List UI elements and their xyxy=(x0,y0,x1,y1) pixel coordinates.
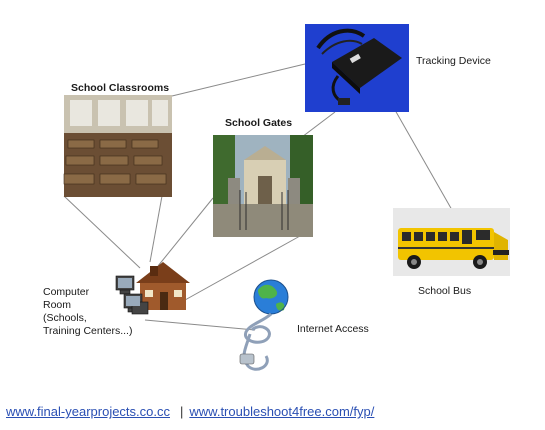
label-tracking-device: Tracking Device xyxy=(416,55,491,67)
internet-globe-icon xyxy=(239,279,289,371)
footer-link-final-yearprojects[interactable]: www.final-yearprojects.co.cc xyxy=(6,404,170,419)
school-bus-image xyxy=(393,208,510,276)
connector-classrooms-computer-2 xyxy=(149,195,163,263)
label-internet-access: Internet Access xyxy=(297,323,369,335)
label-school-bus: School Bus xyxy=(418,285,472,297)
computer-room-image xyxy=(115,262,190,315)
label-school-classrooms: School Classrooms xyxy=(71,82,170,94)
connector-computer-internet xyxy=(144,319,256,331)
footer-link-troubleshoot4free[interactable]: www.troubleshoot4free.com/fyp/ xyxy=(189,404,375,419)
footer-separator: | xyxy=(180,404,184,419)
connector-classrooms-tracking xyxy=(171,63,306,97)
tracking-device-image xyxy=(305,24,409,112)
footer-links: www.final-yearprojects.co.cc | www.trouble… xyxy=(6,404,374,419)
label-computer-room: Computer Room (Schools, Training Centers… xyxy=(43,286,133,337)
connector-classrooms-computer xyxy=(63,195,141,269)
connector-lines xyxy=(63,63,453,331)
connector-gates-computer-2 xyxy=(184,235,301,301)
classrooms-image xyxy=(63,95,172,197)
connector-tracking-bus xyxy=(394,109,453,211)
connector-gates-computer xyxy=(157,197,214,267)
gates-image xyxy=(213,135,313,237)
label-school-gates: School Gates xyxy=(225,117,293,129)
